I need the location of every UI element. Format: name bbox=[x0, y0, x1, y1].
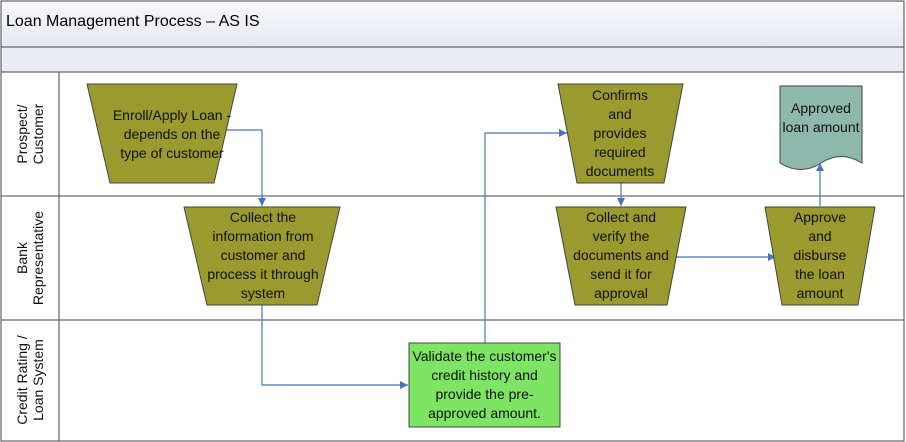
lane-label-credit-line1: Credit Rating / bbox=[14, 335, 30, 425]
approved-document-shape bbox=[779, 85, 863, 170]
lane-label-customer: Prospect/Customer bbox=[14, 72, 46, 196]
diagram-title: Loan Management Process – AS IS bbox=[6, 13, 260, 30]
step-collect-info-label: Collect the information from customer an… bbox=[207, 209, 319, 301]
step-collect-verify-label: Collect and verify the documents and sen… bbox=[573, 209, 669, 301]
step-validate-shape bbox=[408, 342, 561, 428]
lane-label-credit-line2: Loan System bbox=[30, 339, 46, 421]
lane-label-bank-line1: Bank bbox=[14, 242, 30, 274]
connector-enroll-to-collect bbox=[214, 129, 266, 206]
step-enroll-label: Enroll/Apply Loan - depends on the type … bbox=[112, 106, 232, 161]
approved-document-label: Approved loan amount bbox=[782, 100, 860, 135]
step-confirms-shape bbox=[557, 83, 684, 184]
lane-bank bbox=[0, 195, 905, 321]
lane-label-bank-line2: Representative bbox=[30, 210, 46, 306]
step-validate-label: Validate the customer's credit history a… bbox=[412, 348, 557, 421]
connector-validate-to-confirms bbox=[484, 129, 567, 343]
step-collect-verify-shape bbox=[555, 206, 687, 306]
step-approve-label: Approve and disburse the loan amount bbox=[793, 209, 847, 301]
lane-label-credit: Credit Rating /Loan System bbox=[14, 320, 46, 440]
step-approve-shape bbox=[764, 206, 876, 306]
lane-label-customer-line2: Customer bbox=[30, 103, 46, 165]
header-band bbox=[0, 46, 905, 73]
step-collect-info-shape bbox=[183, 206, 341, 306]
step-confirms-label: Confirms and provides required documents bbox=[585, 87, 655, 179]
step-enroll-shape bbox=[86, 83, 238, 184]
title-bar bbox=[0, 0, 905, 48]
connector-collect-to-validate bbox=[261, 305, 408, 389]
lane-label-customer-line1: Prospect/ bbox=[14, 104, 30, 164]
